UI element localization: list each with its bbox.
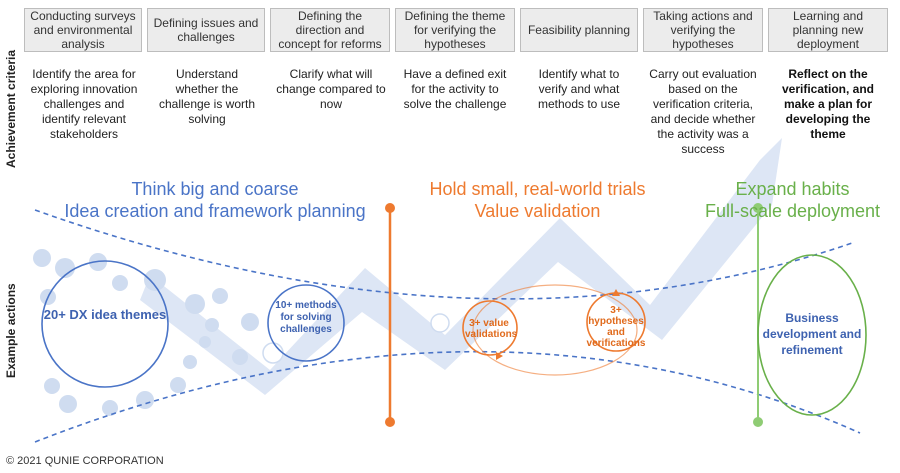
bubble-dx-themes — [41, 260, 169, 388]
copyright-notice: © 2021 QUNIE CORPORATION — [6, 455, 164, 467]
step-box-actions: Taking actions and verifying the hypothe… — [643, 8, 763, 52]
zigzag-growth-arrow — [140, 138, 782, 395]
phase-small-trials: Hold small, real-world trials Value vali… — [415, 178, 660, 222]
phase-divider-orange-top-dot — [385, 203, 395, 213]
bubble-methods — [267, 284, 345, 362]
phase-divider-green-top-dot — [753, 203, 763, 213]
bubble-hypotheses-label: 3+ hypotheses and verifications — [586, 305, 646, 349]
criteria-learning: Reflect on the verification, and make a … — [781, 67, 875, 141]
phase-expand-habits-line1: Expand habits — [735, 179, 850, 199]
phase-think-big-line2: Idea creation and framework planning — [64, 201, 366, 221]
step-box-theme: Defining the theme for verifying the hyp… — [395, 8, 515, 52]
step-box-direction: Defining the direction and concept for r… — [270, 8, 390, 52]
step-box-feasibility: Feasibility planning — [520, 8, 638, 52]
phase-think-big-line1: Think big and coarse — [131, 179, 299, 199]
funnel-upper-dashed-curve — [34, 209, 856, 300]
criteria-theme: Have a defined exit for the activity to … — [403, 67, 507, 111]
phase-expand-habits: Expand habits Full-scale deployment — [690, 178, 895, 222]
bubble-value-validations — [462, 300, 518, 356]
phase-small-trials-line1: Hold small, real-world trials — [429, 179, 646, 199]
idea-dots — [33, 249, 259, 416]
phase-divider-green-bottom-dot — [753, 417, 763, 427]
criteria-actions: Carry out evaluation based on the verifi… — [649, 67, 757, 156]
criteria-direction: Clarify what will change compared to now — [276, 67, 386, 111]
criteria-feasibility: Identify what to verify and what methods… — [537, 67, 621, 111]
bubble-value-validations-label: 3+ value validations — [465, 318, 518, 340]
step-box-issues: Defining issues and challenges — [147, 8, 265, 52]
step-box-surveys: Conducting surveys and environmental ana… — [24, 8, 142, 52]
phase-divider-orange-bottom-dot — [385, 417, 395, 427]
bubble-dx-themes-label: 20+ DX idea themes — [43, 307, 167, 322]
phase-expand-habits-line2: Full-scale deployment — [704, 201, 881, 221]
step-box-learning: Learning and planning new deployment — [768, 8, 888, 52]
bubble-business — [757, 254, 867, 416]
phase-think-big: Think big and coarse Idea creation and f… — [40, 178, 390, 222]
idea-dot-hollow — [262, 342, 284, 364]
funnel-lower-dashed-curve — [34, 350, 861, 443]
criteria-surveys: Identify the area for exploring innovati… — [30, 67, 138, 141]
loop-arrow-head — [496, 352, 503, 360]
bubble-business-label: Business development and refinement — [762, 311, 862, 357]
idea-dot-hollow — [430, 313, 450, 333]
orange-validation-loop — [472, 284, 638, 376]
criteria-issues: Understand whether the challenge is wort… — [158, 67, 256, 126]
loop-arrow-head — [612, 289, 620, 296]
phase-small-trials-line2: Value validation — [474, 201, 601, 221]
bubble-methods-label: 10+ methods for solving challenges — [275, 300, 337, 335]
